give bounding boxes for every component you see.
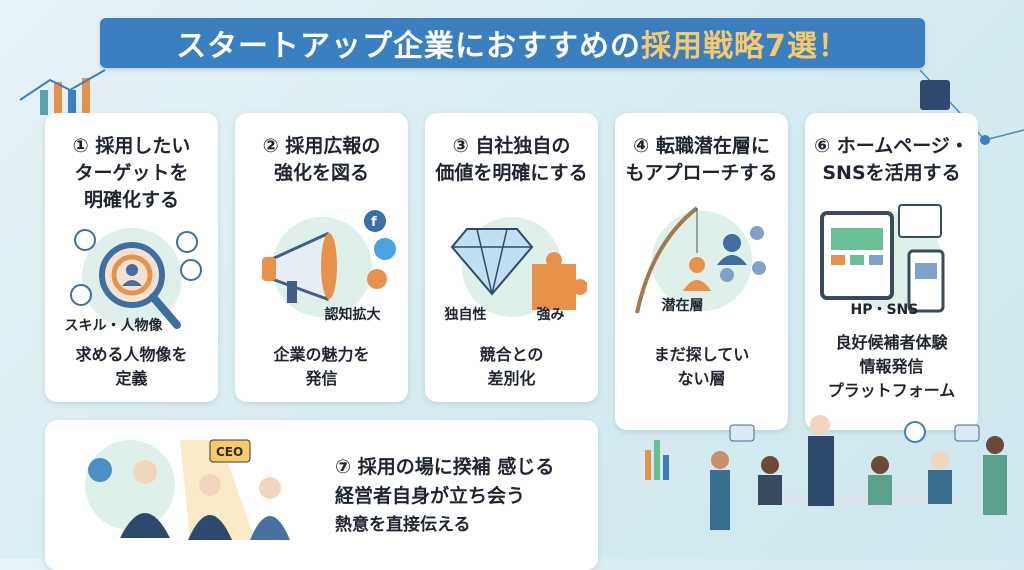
page-title-banner: スタートアップ企業におすすめの採用戦略7選！	[100, 18, 925, 68]
diamond-puzzle-icon	[450, 228, 587, 310]
strategy-card-7: CEO ⑦ 採用の場に揆補 感じる 経営者自身が立ち会う 熱意を直接伝える	[45, 420, 598, 570]
title-main: スタートアップ企業におすすめの	[176, 29, 642, 64]
megaphone-icon: f	[261, 210, 396, 303]
bar-chart-decoration-icon	[19, 69, 106, 115]
illus-label: 潜在層	[661, 298, 704, 314]
card-title: ② 採用広報の 強化を図る	[262, 135, 381, 184]
card7-line-2: 経営者自身が立ち会う	[335, 485, 526, 507]
svg-text:f: f	[371, 215, 377, 230]
ceo-label: CEO	[216, 445, 243, 459]
strategy-card-1: ① 採用したい ターゲットを 明確化する スキル・人物像 求める人物像を 定義	[45, 113, 218, 402]
card-desc: 良好候補者体験 情報発信 プラットフォーム	[827, 333, 956, 400]
website-sns-icon	[819, 204, 944, 313]
ceo-handshake-icon: CEO	[85, 439, 290, 540]
card-desc: まだ探してい ない層	[653, 345, 750, 388]
illus-label: 認知拡大	[324, 307, 381, 323]
illus-label: 強み	[536, 307, 565, 323]
card-desc: 競合との 差別化	[479, 345, 544, 388]
card-desc: 求める人物像を 定義	[75, 345, 188, 388]
strategy-card-6: ⑥ ホームページ・ SNSを活用する HP・SNS 良好候補者体験 情報発信 プ…	[805, 113, 978, 430]
title-highlight: 採用戦略7選！	[641, 29, 849, 64]
card-desc: 企業の魅力を 発信	[273, 345, 370, 388]
team-meeting-illustration-icon	[645, 415, 1007, 530]
strategy-card-3: ③ 自社独自の 価値を明確にする 独自性 強み 競合との 差別化	[425, 113, 598, 402]
illus-label: スキル・人物像	[64, 318, 163, 334]
strategy-card-2: ② 採用広報の 強化を図る f 認知拡大 企業の魅力を 発信	[235, 113, 408, 402]
target-search-icon	[69, 229, 202, 329]
card-title: ③ 自社独自の 価値を明確にする	[435, 135, 588, 184]
card-title: ⑥ ホームページ・ SNSを活用する	[814, 135, 969, 184]
fishing-people-icon	[634, 206, 766, 314]
illus-label: 独自性	[444, 307, 487, 323]
illus-label: HP・SNS	[850, 302, 919, 318]
strategy-card-4: ④ 転職潜在層に もアプローチする 潜在層 まだ探してい ない層	[615, 113, 788, 430]
card-title: ④ 転職潜在層に もアプローチする	[625, 135, 778, 184]
card7-line-1: ⑦ 採用の場に揆補 感じる	[335, 456, 555, 478]
card-title: ① 採用したい ターゲットを 明確化する	[72, 135, 191, 211]
card7-line-3: 熱意を直接伝える	[335, 515, 471, 535]
